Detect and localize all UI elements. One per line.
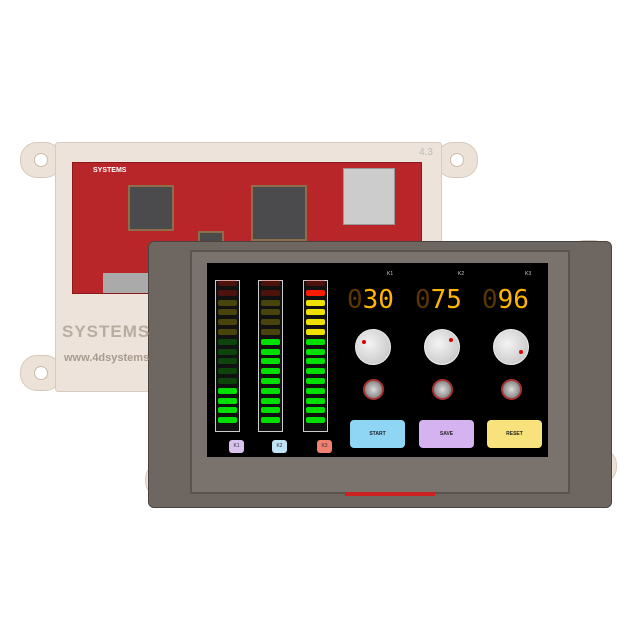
chip <box>251 185 307 241</box>
readout-label: K3 <box>525 271 532 277</box>
meter-segment <box>261 397 280 404</box>
meter-segment <box>218 299 237 306</box>
readout-label: K1 <box>387 271 394 277</box>
meter-segment <box>218 348 237 355</box>
meter-segment <box>218 280 237 286</box>
knob-2[interactable] <box>424 329 460 365</box>
meter-segment <box>261 329 280 335</box>
url-text: www.4dsystems <box>64 352 150 364</box>
meter-segment <box>306 280 325 286</box>
display-screen: K1 K2 K3 K1 K2 K3 030 075 096 START SAVE… <box>207 263 548 457</box>
meter-segment <box>306 319 325 326</box>
meter-segment <box>218 407 237 414</box>
meter-segment <box>261 280 280 286</box>
chip <box>128 185 174 231</box>
sd-card-slot <box>343 168 395 225</box>
level-meter-3 <box>303 280 328 432</box>
meter-segment <box>306 397 325 404</box>
push-button-2[interactable] <box>432 379 453 400</box>
meter-segment <box>261 417 280 424</box>
meter-segment <box>218 289 237 296</box>
size-label: 4.3 <box>419 147 433 158</box>
meter-label[interactable]: K2 <box>272 440 287 453</box>
meter-segment <box>261 378 280 384</box>
meter-segment <box>261 299 280 306</box>
push-button-3[interactable] <box>501 379 522 400</box>
readout-value: 30 <box>362 285 394 315</box>
knob-3[interactable] <box>493 329 529 365</box>
readout-1: 030 <box>347 285 394 315</box>
meter-segment <box>218 368 237 375</box>
readout-lead-digit: 0 <box>347 285 363 315</box>
meter-segment <box>306 348 325 355</box>
meter-segment <box>218 417 237 424</box>
meter-segment <box>261 319 280 326</box>
meter-segment <box>218 387 237 394</box>
readout-label: K2 <box>458 271 465 277</box>
push-button-1[interactable] <box>363 379 384 400</box>
meter-segment <box>306 368 325 375</box>
meter-segment <box>261 368 280 375</box>
meter-segment <box>261 358 280 365</box>
readout-3: 096 <box>482 285 529 315</box>
meter-segment <box>306 417 325 424</box>
start-button[interactable]: START <box>350 420 405 448</box>
readout-value: 96 <box>497 285 529 315</box>
readout-lead-digit: 0 <box>415 285 431 315</box>
readout-value: 75 <box>430 285 462 315</box>
save-button[interactable]: SAVE <box>419 420 474 448</box>
meter-segment <box>218 319 237 326</box>
flex-cable <box>345 492 435 496</box>
mount-tab <box>436 142 478 178</box>
knob-1[interactable] <box>355 329 391 365</box>
meter-segment <box>261 309 280 316</box>
meter-segment <box>261 348 280 355</box>
meter-segment <box>306 407 325 414</box>
meter-segment <box>306 309 325 316</box>
meter-label[interactable]: K1 <box>229 440 244 453</box>
readout-2: 075 <box>415 285 462 315</box>
readout-lead-digit: 0 <box>482 285 498 315</box>
level-meter-1 <box>215 280 240 432</box>
level-meter-2 <box>258 280 283 432</box>
meter-label[interactable]: K3 <box>317 440 332 453</box>
meter-segment <box>261 289 280 296</box>
meter-segment <box>261 407 280 414</box>
pcb-brand: SYSTEMS <box>93 167 127 174</box>
meter-segment <box>306 299 325 306</box>
reset-button[interactable]: RESET <box>487 420 542 448</box>
meter-segment <box>261 338 280 345</box>
meter-segment <box>218 338 237 345</box>
meter-segment <box>306 338 325 345</box>
meter-segment <box>306 289 325 296</box>
logo-text: SYSTEMS <box>62 322 151 341</box>
meter-segment <box>218 329 237 335</box>
meter-segment <box>218 309 237 316</box>
meter-segment <box>306 378 325 384</box>
meter-segment <box>261 387 280 394</box>
meter-segment <box>218 397 237 404</box>
meter-segment <box>218 378 237 384</box>
meter-segment <box>306 358 325 365</box>
meter-segment <box>306 329 325 335</box>
meter-segment <box>306 387 325 394</box>
meter-segment <box>218 358 237 365</box>
